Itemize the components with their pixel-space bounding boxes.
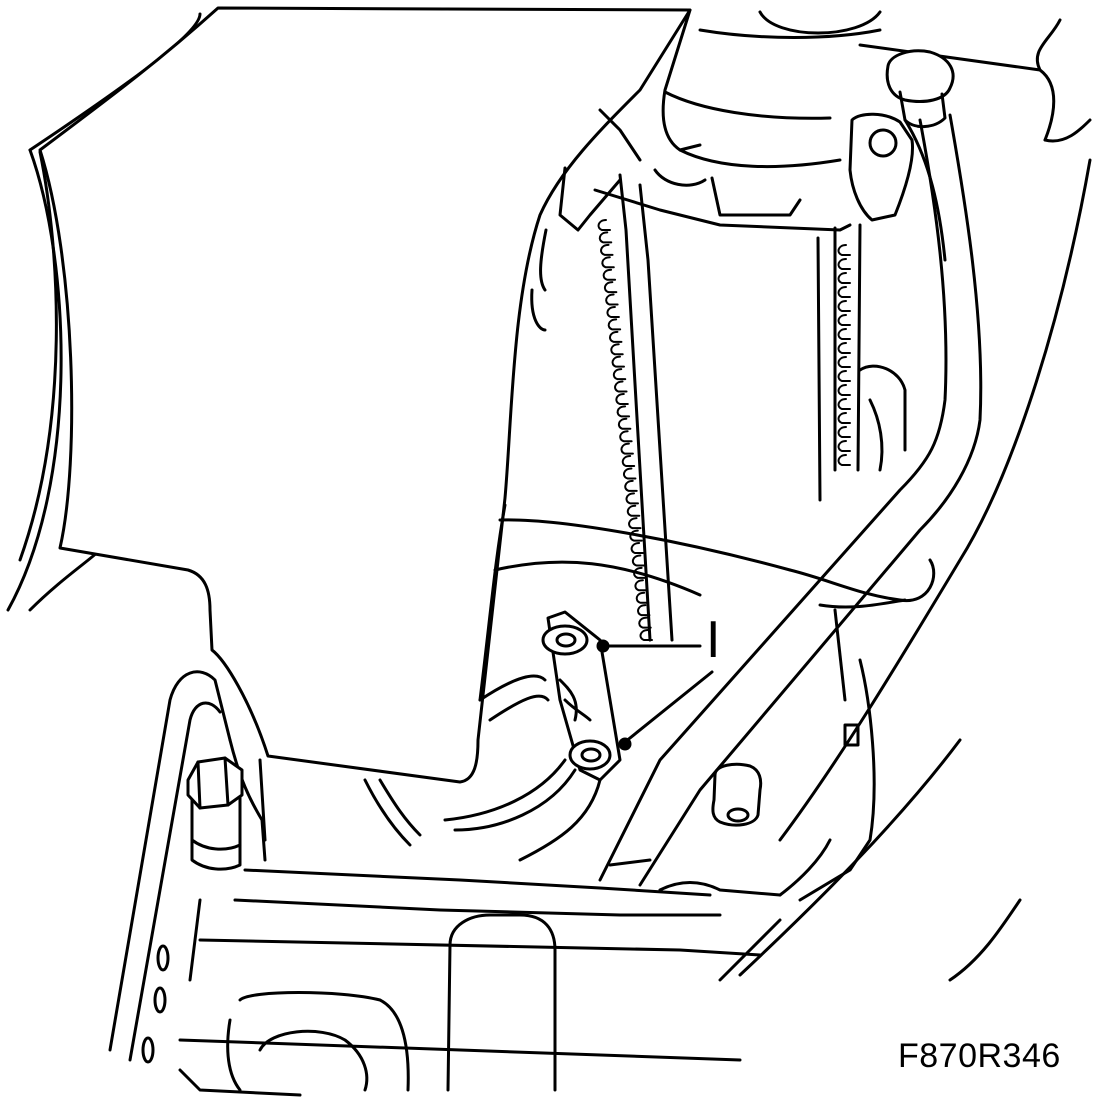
radiator-fin bbox=[837, 440, 851, 452]
wiring-harness bbox=[363, 503, 602, 862]
figure-code: F870R346 bbox=[898, 1037, 1061, 1075]
radiator-fin bbox=[598, 231, 613, 244]
radiator-fin bbox=[625, 492, 639, 505]
cross-hose bbox=[493, 364, 936, 609]
radiator-fin bbox=[636, 604, 651, 617]
radiator-core bbox=[530, 166, 862, 642]
radiator-fin bbox=[611, 355, 625, 368]
radiator-fin bbox=[631, 554, 646, 567]
radiator-fin bbox=[837, 370, 851, 382]
body-panel bbox=[38, 6, 692, 784]
top-bolt-bracket bbox=[848, 49, 955, 262]
radiator-fin bbox=[837, 258, 851, 270]
radiator-fin bbox=[614, 380, 628, 393]
radiator-fins-right bbox=[837, 244, 851, 466]
callout-label: I bbox=[706, 611, 721, 669]
radiator-fin bbox=[837, 286, 851, 298]
radiator-fin bbox=[837, 314, 851, 326]
radiator-fin bbox=[837, 426, 851, 438]
radiator-fin bbox=[606, 305, 620, 318]
radiator-fin bbox=[597, 219, 611, 231]
radiator-fin bbox=[634, 579, 648, 592]
radiator-fin bbox=[624, 479, 638, 492]
radiator-fin bbox=[639, 629, 653, 641]
radiator-fin bbox=[612, 368, 627, 381]
radiator-fin bbox=[603, 281, 618, 294]
callout-leaders bbox=[596, 639, 714, 751]
hex-bolt bbox=[186, 756, 244, 871]
radiator-fin bbox=[602, 268, 617, 281]
radiator-fin bbox=[629, 529, 643, 542]
radiator-fin bbox=[837, 384, 851, 396]
radiator-fin bbox=[837, 398, 851, 410]
subframe bbox=[108, 608, 876, 1097]
radiator-fin bbox=[837, 272, 851, 284]
bushing bbox=[711, 723, 860, 827]
radiator-fin bbox=[638, 616, 652, 629]
radiator-fin bbox=[837, 244, 851, 256]
radiator-fin bbox=[635, 591, 650, 604]
radiator-fin bbox=[621, 455, 636, 468]
radiator-fin bbox=[837, 342, 851, 354]
sensor-bracket bbox=[541, 610, 622, 782]
radiator-fin bbox=[605, 293, 619, 306]
subframe-opening bbox=[226, 913, 557, 1092]
radiator-fin bbox=[626, 504, 641, 517]
radiator-fin bbox=[617, 417, 632, 430]
radiator-fin bbox=[610, 343, 624, 356]
radiator-fins-left bbox=[597, 219, 653, 641]
radiator-fin bbox=[837, 412, 851, 424]
radiator-fin bbox=[601, 256, 615, 269]
radiator-fin bbox=[616, 405, 631, 418]
diagonal-pipe bbox=[598, 113, 983, 887]
radiator-fin bbox=[837, 328, 851, 340]
subframe-holes bbox=[141, 944, 170, 1064]
radiator-fin bbox=[628, 517, 642, 530]
radiator-fin bbox=[615, 392, 629, 405]
radiator-fin bbox=[600, 243, 614, 256]
right-body-outline bbox=[738, 18, 1092, 982]
radiator-fin bbox=[622, 467, 637, 480]
radiator-fin bbox=[619, 430, 633, 443]
radiator-fin bbox=[620, 442, 634, 455]
radiator-fin bbox=[837, 356, 851, 368]
radiator-fin bbox=[608, 330, 623, 343]
upper-housing bbox=[598, 8, 1092, 217]
radiator-fin bbox=[630, 542, 645, 555]
radiator-fin bbox=[837, 454, 851, 466]
radiator-fin bbox=[607, 318, 622, 331]
radiator-fin bbox=[837, 300, 851, 312]
